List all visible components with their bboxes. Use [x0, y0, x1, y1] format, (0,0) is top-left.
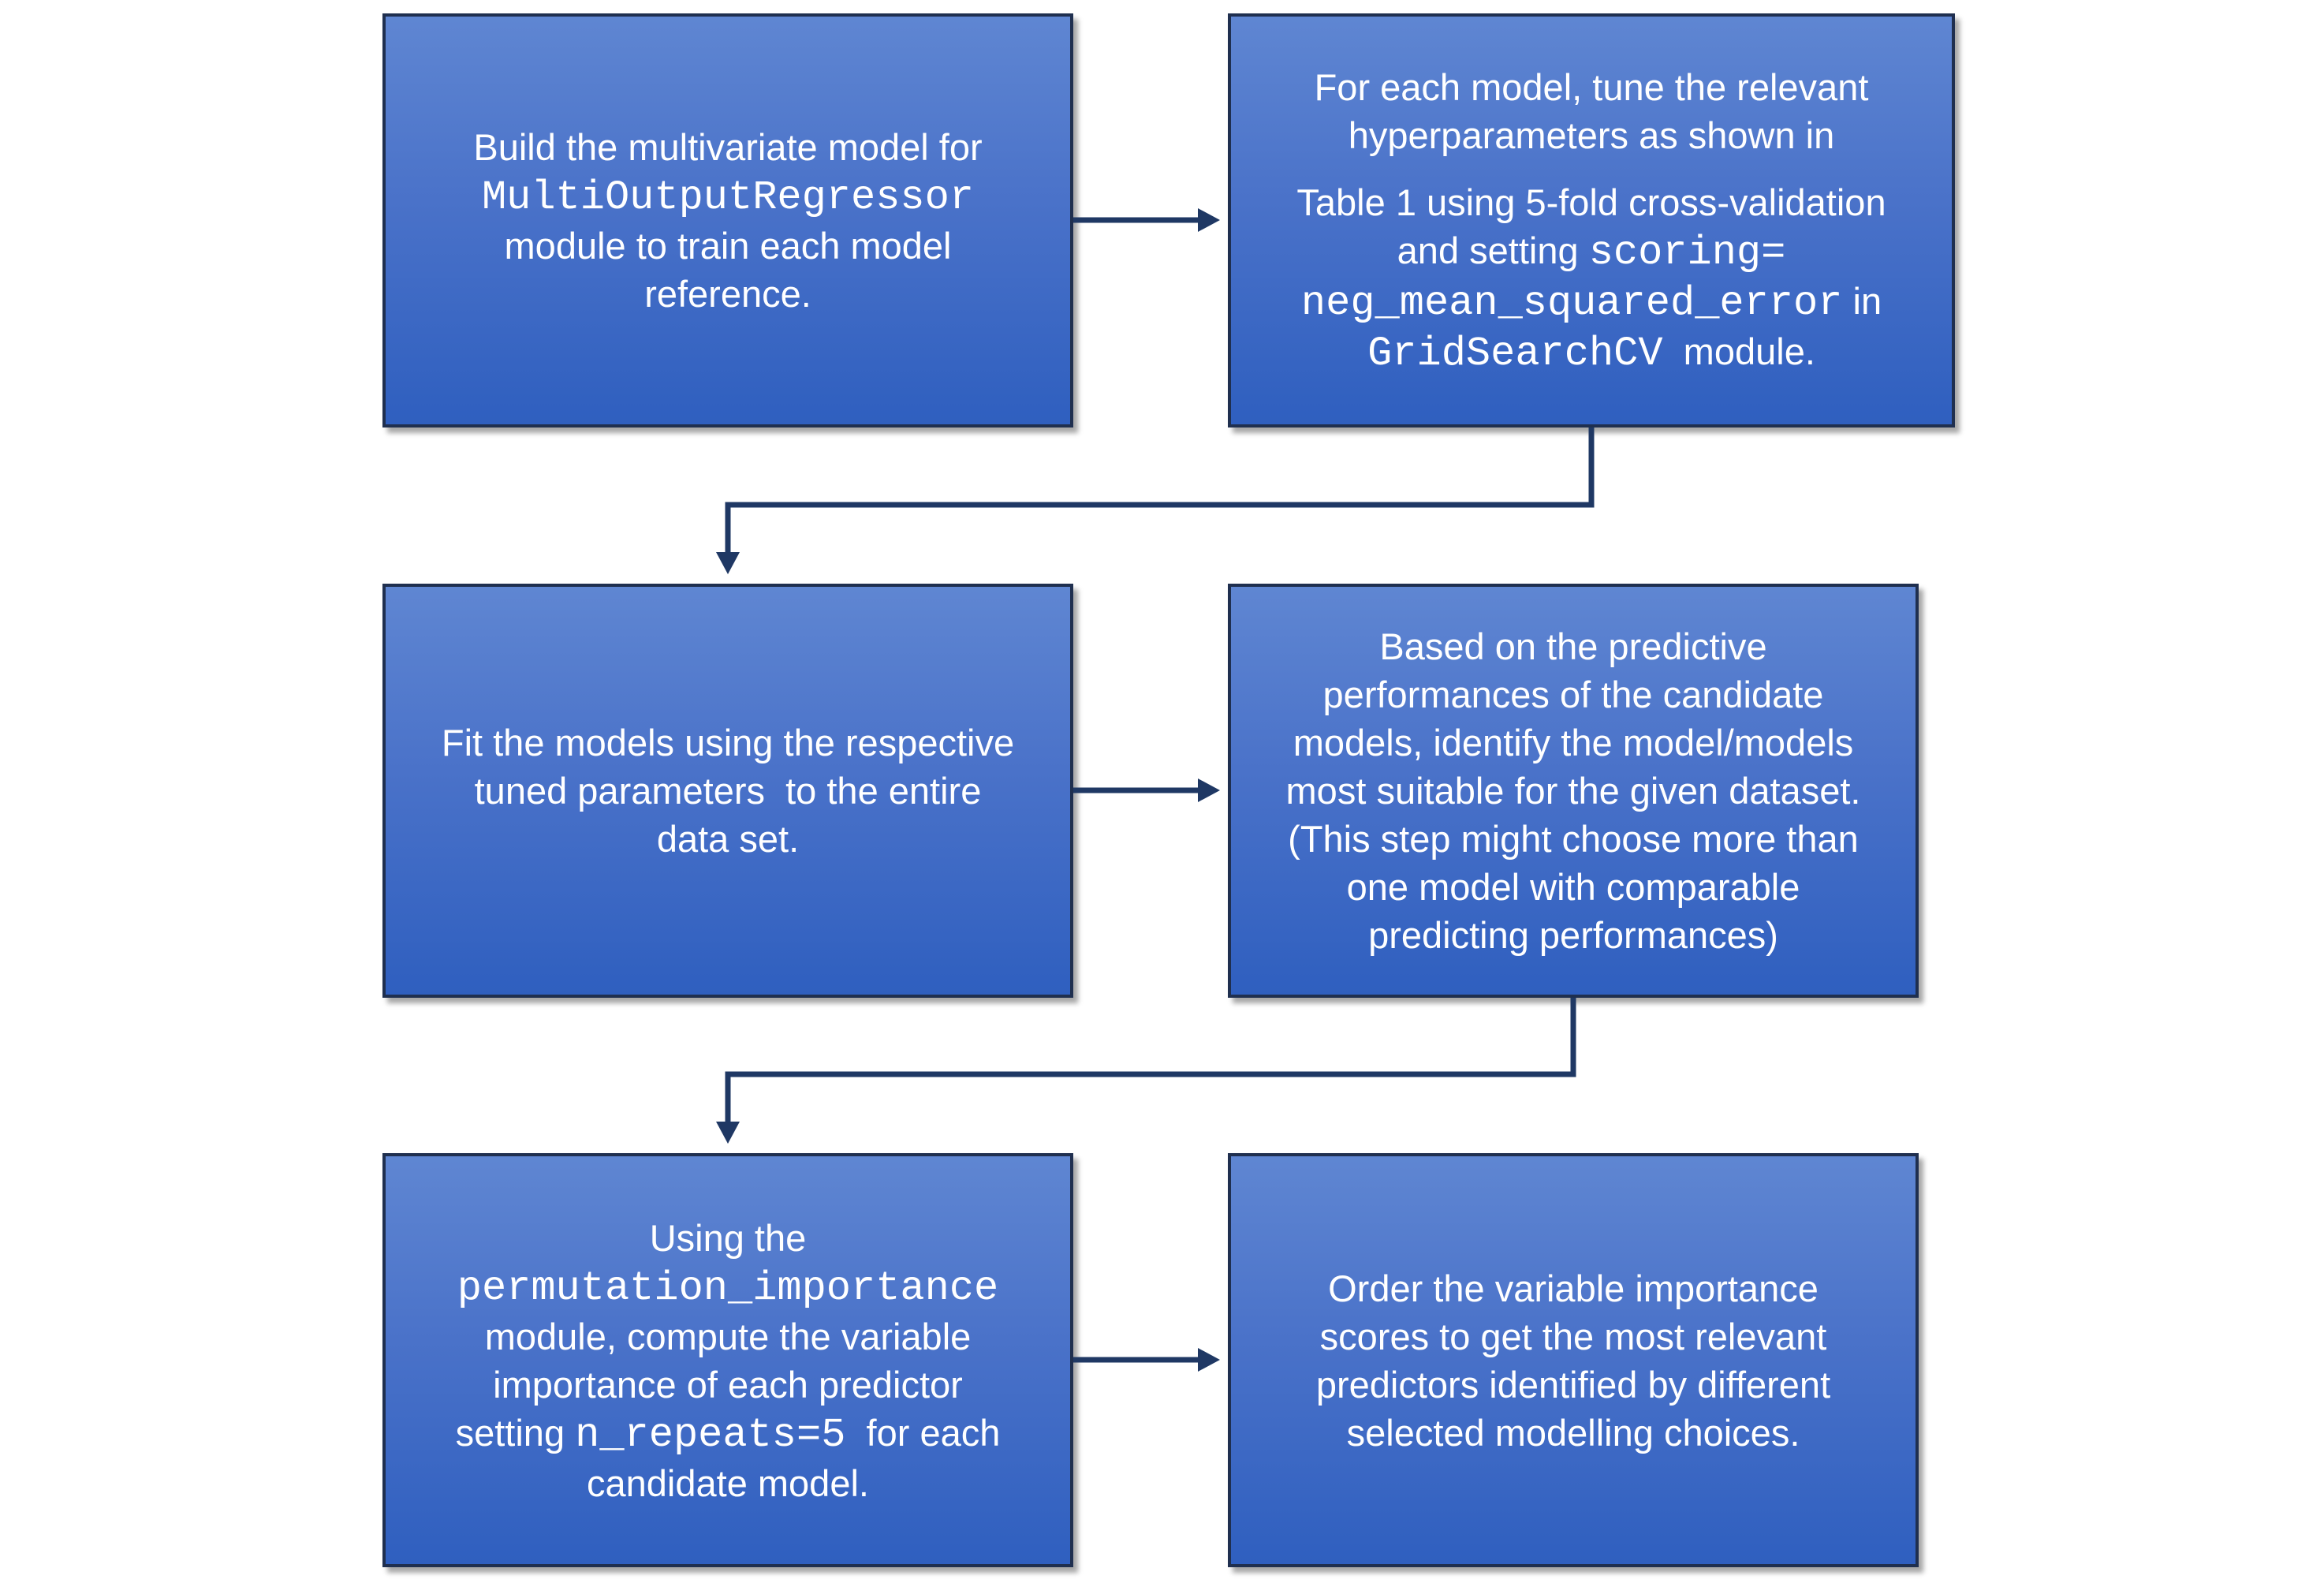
step-permutation-importance-text: Using the permutation_importance module,… [456, 1214, 1001, 1507]
text-run: one model with comparable [1346, 866, 1800, 908]
step-build-model-box: Build the multivariate model for MultiOu… [382, 13, 1073, 427]
text-run: tuned parameters to the entire [474, 770, 982, 812]
step-order-importance-box: Order the variable importance scores to … [1228, 1153, 1919, 1567]
text-run: reference. [644, 273, 811, 315]
text-line: selected modelling choices. [1316, 1409, 1830, 1457]
text-line: predicting performances) [1286, 911, 1861, 959]
text-run: (This step might choose more than [1288, 818, 1859, 860]
text-run: predictors identified by different [1315, 1363, 1831, 1406]
text-run: For each model, tune the relevant [1314, 66, 1869, 108]
text-run: performances of the candidate [1322, 674, 1824, 715]
step-build-model-text: Build the multivariate model for MultiOu… [473, 123, 982, 318]
text-line: Order the variable importance [1316, 1264, 1830, 1312]
code-run: permutation_importance [457, 1264, 999, 1312]
text-line: For each model, tune the relevant [1296, 63, 1886, 111]
text-run: module. [1662, 330, 1815, 372]
arrowhead-select-to-permutation [716, 1122, 740, 1144]
text-line: reference. [473, 270, 982, 318]
text-line: predictors identified by different [1316, 1361, 1830, 1409]
step-tune-hyperparameters-box: For each model, tune the relevant hyperp… [1228, 13, 1955, 427]
text-run: Table 1 using 5-fold cross-validation [1296, 181, 1886, 223]
step-permutation-importance-box: Using the permutation_importance module,… [382, 1153, 1073, 1567]
text-run: and setting [1397, 230, 1589, 271]
arrow-tune-to-fit [725, 427, 1595, 554]
code-run: n_repeats=5 [575, 1411, 846, 1458]
step-select-models-text: Based on the predictive performances of … [1286, 622, 1861, 959]
text-run: Using the [649, 1216, 807, 1259]
text-run: selected modelling choices. [1346, 1411, 1800, 1454]
text-run: setting [455, 1411, 576, 1454]
text-run: data set. [656, 818, 800, 860]
text-run: module, compute the variable [484, 1315, 972, 1357]
step-tune-hyperparameters-text: For each model, tune the relevant hyperp… [1296, 63, 1886, 378]
step-fit-models-box: Fit the models using the respective tune… [382, 584, 1073, 998]
step-fit-models-text: Fit the models using the respective tune… [442, 719, 1014, 863]
text-run: Order the variable importance [1328, 1267, 1819, 1309]
text-run: Fit the models using the respective [441, 722, 1015, 763]
arrowhead-permutation-to-order [1198, 1348, 1220, 1372]
text-run: models, identify the model/models [1293, 722, 1854, 763]
text-run: importance of each predictor [493, 1363, 963, 1406]
code-run: neg_mean_squared_error [1300, 280, 1843, 327]
text-line: performances of the candidate [1286, 670, 1861, 719]
arrow-select-to-permutation [725, 998, 1576, 1123]
text-run: candidate model. [587, 1462, 869, 1504]
text-line: Build the multivariate model for [473, 123, 982, 171]
code-run: MultiOutputRegressor [481, 174, 975, 221]
text-line: candidate model. [456, 1459, 1001, 1507]
text-line: module, compute the variable [456, 1312, 1001, 1361]
text-line: tuned parameters to the entire [442, 767, 1014, 815]
text-line: scores to get the most relevant [1316, 1312, 1830, 1361]
text-line: Table 1 using 5-fold cross-validation [1296, 178, 1886, 226]
text-line: module to train each model [473, 222, 982, 270]
text-run: hyperparameters as shown in [1348, 114, 1835, 156]
text-line: hyperparameters as shown in [1296, 111, 1886, 159]
text-line: data set. [442, 815, 1014, 863]
text-run: Based on the predictive [1379, 625, 1767, 667]
text-line: Fit the models using the respective [442, 719, 1014, 767]
arrowhead-fit-to-select [1198, 778, 1220, 802]
text-line: importance of each predictor [456, 1361, 1001, 1409]
text-run: Build the multivariate model for [473, 126, 983, 168]
text-run: predicting performances) [1368, 914, 1778, 956]
text-line: GridSearchCV module. [1296, 327, 1886, 378]
text-line: and setting scoring= [1296, 226, 1886, 277]
text-line: models, identify the model/models [1286, 719, 1861, 767]
text-run: most suitable for the given dataset. [1285, 770, 1861, 812]
text-run: module to train each model [504, 225, 952, 267]
code-run: scoring= [1588, 230, 1786, 276]
code-run: GridSearchCV [1367, 330, 1663, 377]
text-run: for each [845, 1411, 1001, 1454]
text-line: setting n_repeats=5 for each [456, 1409, 1001, 1459]
arrowhead-build-to-tune [1198, 208, 1220, 232]
text-line: most suitable for the given dataset. [1286, 767, 1861, 815]
text-line: MultiOutputRegressor [473, 171, 982, 222]
text-line: Based on the predictive [1286, 622, 1861, 670]
text-run: in [1842, 280, 1882, 322]
text-line: one model with comparable [1286, 863, 1861, 911]
arrowhead-tune-to-fit [716, 552, 740, 574]
text-line: Using the [456, 1214, 1001, 1262]
text-line: permutation_importance [456, 1262, 1001, 1312]
text-run: scores to get the most relevant [1319, 1315, 1827, 1357]
text-line: neg_mean_squared_error in [1296, 277, 1886, 327]
text-line: (This step might choose more than [1286, 815, 1861, 863]
step-select-models-box: Based on the predictive performances of … [1228, 584, 1919, 998]
step-order-importance-text: Order the variable importance scores to … [1316, 1264, 1830, 1457]
